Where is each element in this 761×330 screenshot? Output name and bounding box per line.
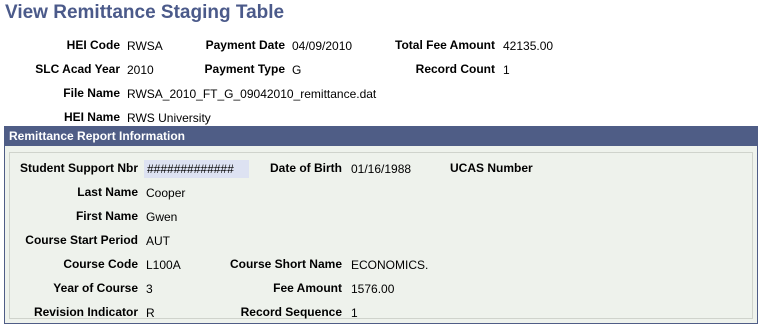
hei-name-value: RWS University <box>127 111 211 125</box>
total-fee-label: Total Fee Amount <box>395 38 495 52</box>
record-count-value: 1 <box>503 63 510 77</box>
record-count-label: Record Count <box>415 62 495 76</box>
fee-amount-label: Fee Amount <box>273 281 342 295</box>
student-support-nbr-label: Student Support Nbr <box>20 161 138 175</box>
ucas-number-label: UCAS Number <box>450 161 533 175</box>
year-of-course-label: Year of Course <box>53 281 138 295</box>
revision-indicator-label: Revision Indicator <box>33 305 138 319</box>
last-name-value: Cooper <box>146 186 186 200</box>
revision-indicator-value: R <box>146 306 155 320</box>
file-name-label: File Name <box>63 86 120 100</box>
panel-header: Remittance Report Information <box>5 127 757 146</box>
course-short-name-value: ECONOMICS. <box>351 258 429 272</box>
year-of-course-value: 3 <box>146 282 153 296</box>
panel-body <box>9 152 753 319</box>
hei-code-label: HEI Code <box>66 38 120 52</box>
page-title: View Remittance Staging Table <box>5 2 285 23</box>
course-code-value: L100A <box>146 258 181 272</box>
student-support-nbr-value: ############# <box>144 160 249 178</box>
total-fee-value: 42135.00 <box>503 39 554 53</box>
course-short-name-label: Course Short Name <box>229 257 342 271</box>
record-sequence-value: 1 <box>351 306 358 320</box>
payment-date-value: 04/09/2010 <box>292 39 353 53</box>
last-name-label: Last Name <box>77 185 138 199</box>
payment-type-value: G <box>292 63 302 77</box>
date-of-birth-value: 01/16/1988 <box>351 162 412 176</box>
course-start-period-label: Course Start Period <box>25 233 138 247</box>
slc-acad-year-value: 2010 <box>127 63 154 77</box>
file-name-value: RWSA_2010_FT_G_09042010_remittance.dat <box>127 87 377 101</box>
payment-type-label: Payment Type <box>204 62 285 76</box>
hei-code-value: RWSA <box>127 39 163 53</box>
course-code-label: Course Code <box>63 257 138 271</box>
payment-date-label: Payment Date <box>205 38 285 52</box>
slc-acad-year-label: SLC Acad Year <box>35 62 120 76</box>
hei-name-label: HEI Name <box>63 110 120 124</box>
first-name-label: First Name <box>75 209 138 223</box>
date-of-birth-label: Date of Birth <box>270 161 342 175</box>
fee-amount-value: 1576.00 <box>351 282 395 296</box>
record-sequence-label: Record Sequence <box>240 305 342 319</box>
first-name-value: Gwen <box>146 210 178 224</box>
remittance-report-panel: Remittance Report Information <box>4 126 758 324</box>
course-start-period-value: AUT <box>146 234 170 248</box>
